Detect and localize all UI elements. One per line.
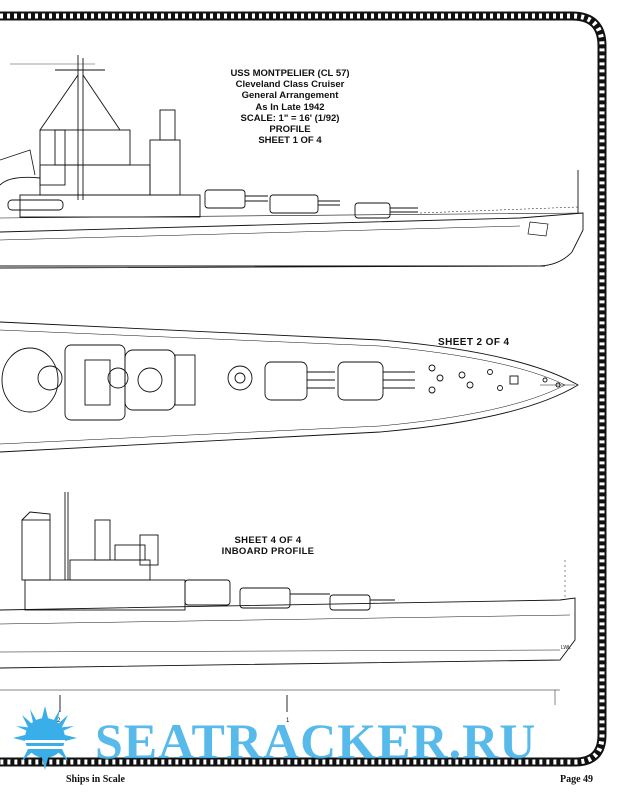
drawing-date: As In Late 1942 — [255, 101, 325, 113]
sheet-4-label: SHEET 4 OF 4 INBOARD PROFILE — [208, 535, 328, 557]
profile-drawing — [0, 55, 584, 269]
watermark-text: SEATRACKER.RU — [95, 713, 537, 769]
ship-class: Cleveland Class Cruiser — [235, 79, 345, 91]
station-1-label: 1 — [286, 718, 290, 724]
publication-name: Ships in Scale — [66, 774, 125, 785]
station-2-label: 2 — [57, 718, 61, 724]
watermark-sun-logo — [13, 706, 77, 770]
lwl-label: LWL — [561, 645, 571, 651]
drawing-scale: SCALE: 1" = 16' (1/92) — [240, 112, 340, 124]
title-block: USS MONTPELIER (CL 57) Cleveland Class C… — [215, 68, 365, 146]
view-name: PROFILE — [269, 124, 311, 136]
sheet-2-label: SHEET 2 OF 4 — [438, 337, 510, 348]
plan-drawing — [0, 321, 579, 453]
inboard-profile-drawing — [0, 492, 576, 712]
page-number: Page 49 — [560, 774, 594, 785]
sheet-4-number: SHEET 4 OF 4 — [234, 535, 302, 546]
drawing-type: General Arrangement — [241, 90, 339, 102]
sheet-4-view: INBOARD PROFILE — [221, 546, 315, 558]
rope-border — [0, 11, 607, 767]
sheet-number: SHEET 1 OF 4 — [258, 135, 322, 147]
ship-name: USS MONTPELIER (CL 57) — [230, 68, 350, 79]
